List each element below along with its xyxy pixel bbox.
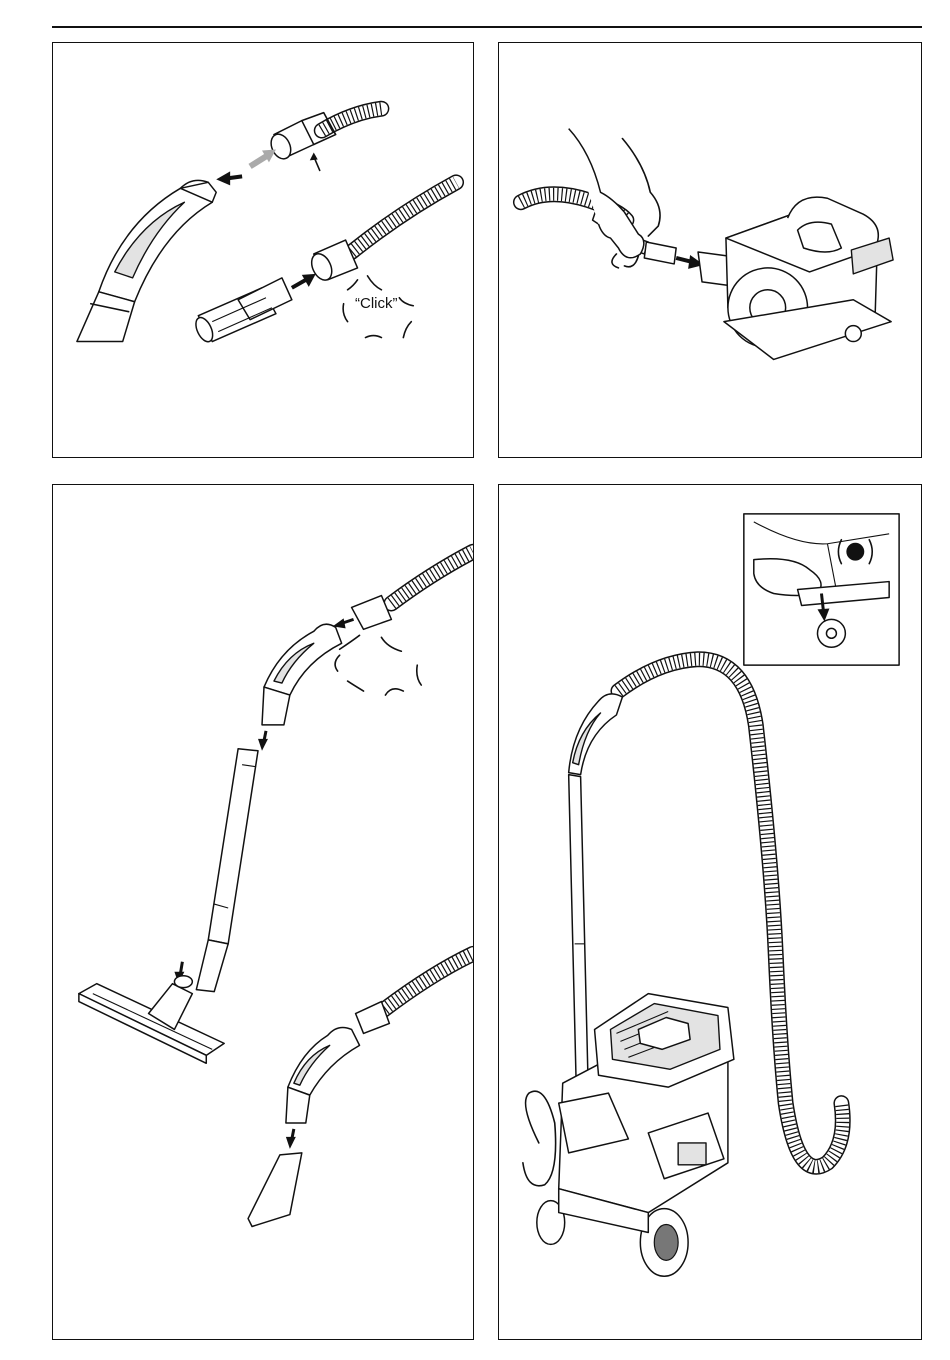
suction-tubes [196, 749, 258, 992]
figure-panel-hose-coupling: “Click” [52, 42, 474, 458]
hose-upper [267, 109, 381, 162]
hose-top [352, 552, 473, 630]
vacuum-cleaner-illustration [499, 485, 921, 1339]
arrow-black-right [292, 274, 316, 288]
hand-grip [262, 624, 342, 725]
power-tool [698, 197, 893, 359]
arrow-grey-right [250, 149, 276, 166]
click-callout: “Click” [355, 295, 398, 312]
vacuum-body [523, 994, 734, 1277]
header-rule [52, 26, 922, 28]
arrow-handle-to-crevice [286, 1129, 296, 1149]
figure-panel-castor-brake [498, 484, 922, 1340]
figure-panel-power-tool-connection [498, 42, 922, 458]
hand-grip-2 [286, 1027, 360, 1123]
adapter [644, 242, 676, 264]
arrow-handle-to-tube [258, 731, 268, 751]
click-burst [335, 635, 421, 695]
hose-coupling-illustration [53, 43, 473, 457]
hand-grip [77, 180, 216, 341]
crevice-nozzle [248, 1153, 302, 1227]
arrow-black-left [216, 171, 242, 185]
brake-inset [744, 514, 899, 665]
hose-lower [356, 954, 473, 1034]
power-tool-connection-illustration [499, 43, 921, 457]
figure-panel-accessory-assembly [52, 484, 474, 1340]
hose-lower-adapter [193, 182, 457, 344]
accessory-assembly-illustration [53, 485, 473, 1339]
